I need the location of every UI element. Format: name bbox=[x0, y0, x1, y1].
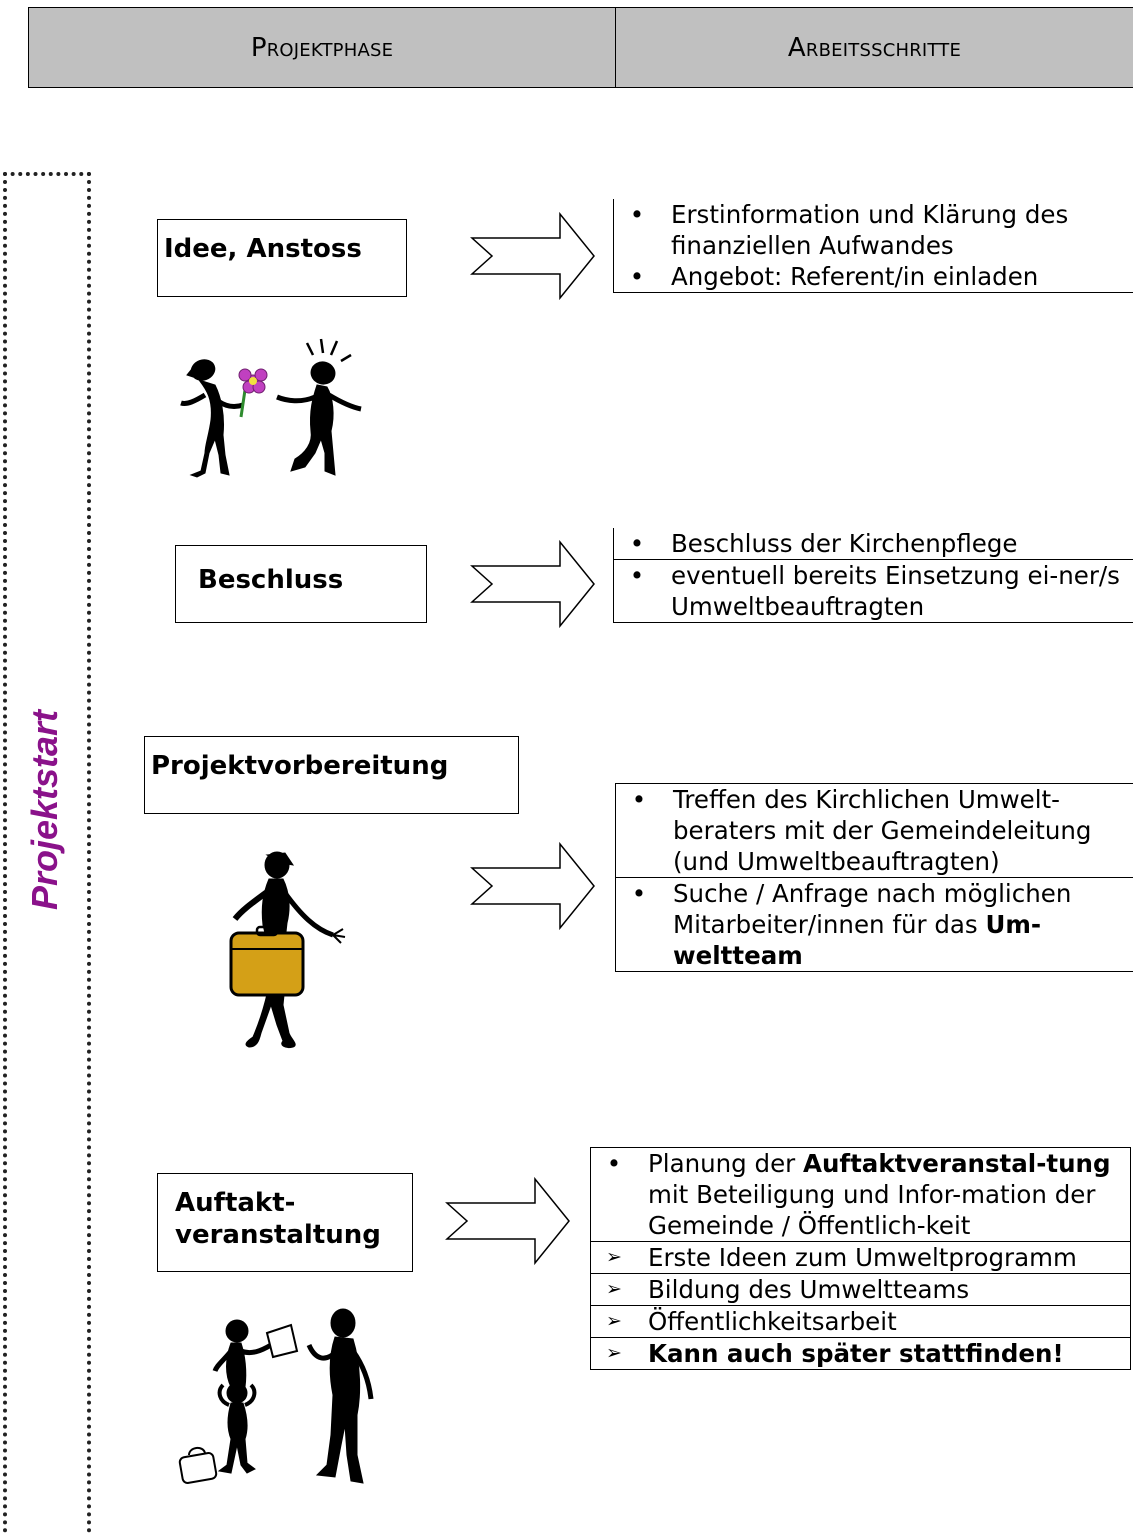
phase-label-line2: veranstaltung bbox=[175, 1220, 381, 1250]
header-projektphase: Projektphase bbox=[250, 32, 394, 63]
step-item: ➢Erste Ideen zum Umweltprogramm bbox=[591, 1241, 1130, 1273]
arrow-right-icon bbox=[470, 211, 595, 301]
phase-label: Beschluss bbox=[198, 565, 344, 595]
suitcase-person-clipart bbox=[229, 851, 346, 1048]
arrow-right-icon bbox=[470, 539, 595, 629]
step-item: •Treffen des Kirchlichen Umwelt-beraters… bbox=[616, 783, 1133, 877]
steps-box-beschluss: •Beschluss der Kirchenpflege •eventuell … bbox=[613, 528, 1133, 623]
flower-greeting-clipart bbox=[180, 338, 362, 478]
steps-box-idee: •Erstinformation und Klärung des finanzi… bbox=[613, 199, 1133, 293]
step-item: ➢Öffentlichkeitsarbeit bbox=[591, 1305, 1130, 1337]
phase-box-auftaktveranstaltung: Auftakt- veranstaltung bbox=[157, 1173, 413, 1272]
phase-box-idee: Idee, Anstoss bbox=[157, 219, 407, 297]
step-item: ➢Bildung des Umweltteams bbox=[591, 1273, 1130, 1305]
step-item: •Erstinformation und Klärung des finanzi… bbox=[629, 200, 1069, 260]
step-item: ➢Kann auch später stattfinden! bbox=[591, 1337, 1130, 1369]
phase-label: Projektvorbereitung bbox=[151, 751, 449, 781]
projektstart-label: Projektstart bbox=[24, 709, 65, 911]
steps-box-auftaktveranstaltung: •Planung der Auftaktveranstal-tung mit B… bbox=[590, 1147, 1131, 1370]
table-header: Projektphase Arbeitsschritte bbox=[28, 7, 1133, 88]
header-arbeitsschritte: Arbeitsschritte bbox=[787, 32, 962, 63]
steps-box-projektvorbereitung: •Treffen des Kirchlichen Umwelt-beraters… bbox=[615, 783, 1133, 972]
step-item: •Beschluss der Kirchenpflege bbox=[629, 529, 1018, 558]
step-item: •eventuell bereits Einsetzung ei-ner/s U… bbox=[614, 559, 1133, 622]
arrow-right-icon bbox=[445, 1176, 570, 1266]
phase-label: Idee, Anstoss bbox=[164, 234, 362, 264]
step-item: •Angebot: Referent/in einladen bbox=[629, 262, 1039, 291]
projektstart-frame bbox=[3, 172, 91, 1534]
arrow-right-icon bbox=[470, 841, 595, 931]
step-item: •Planung der Auftaktveranstal-tung mit B… bbox=[606, 1149, 1111, 1240]
phase-label-line1: Auftakt- bbox=[175, 1188, 296, 1218]
step-item: •Suche / Anfrage nach möglichen Mitarbei… bbox=[616, 877, 1133, 971]
phase-box-projektvorbereitung: Projektvorbereitung bbox=[144, 736, 519, 814]
header-divider bbox=[615, 8, 616, 87]
group-discussion-clipart bbox=[178, 1308, 374, 1484]
phase-box-beschluss: Beschluss bbox=[175, 545, 427, 623]
